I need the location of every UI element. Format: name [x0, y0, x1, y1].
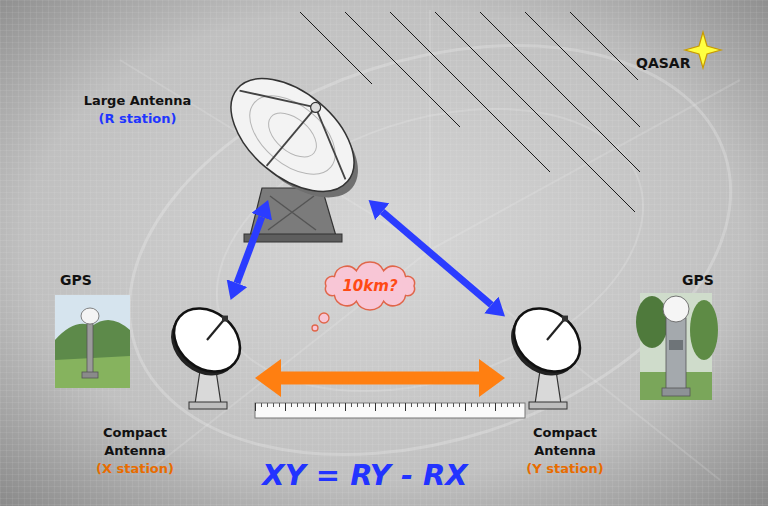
source-label: QASAR	[636, 55, 690, 72]
gps-label: GPS	[60, 272, 92, 289]
baseline-arrow	[237, 217, 262, 283]
text-group: Large Antenna(R station)	[70, 92, 205, 128]
large-antenna: Large Antenna(R station)	[215, 70, 370, 200]
text-group: Compact Antenna(X station)	[80, 424, 190, 478]
antenna-name: Compact Antenna	[525, 424, 605, 460]
compact-antenna: Compact Antenna(Y station)	[505, 300, 595, 410]
antenna-name: Compact Antenna	[95, 424, 175, 460]
thought-bubbles	[312, 313, 329, 331]
distance-question: 10km?	[342, 277, 397, 295]
ruler	[255, 403, 525, 418]
dish-antenna	[505, 300, 595, 410]
baseline-equation: XY = RY - RX	[262, 458, 467, 493]
compact-antenna: Compact Antenna(X station)	[165, 300, 255, 410]
gps-label: GPS	[682, 272, 714, 289]
gps-photo	[636, 293, 718, 400]
station-name: (X station)	[80, 460, 190, 478]
distance-cloud: 10km?	[319, 264, 421, 308]
antenna-name: Large Antenna	[70, 92, 205, 110]
dish-antenna	[215, 70, 370, 200]
station-name: (Y station)	[510, 460, 620, 478]
baseline-arrow	[281, 372, 479, 385]
text-group: 10km?	[342, 277, 397, 295]
text-group: Compact Antenna(Y station)	[510, 424, 620, 478]
station-name: (R station)	[70, 110, 205, 128]
gps-photo	[55, 295, 130, 388]
dish-antenna	[165, 300, 255, 410]
